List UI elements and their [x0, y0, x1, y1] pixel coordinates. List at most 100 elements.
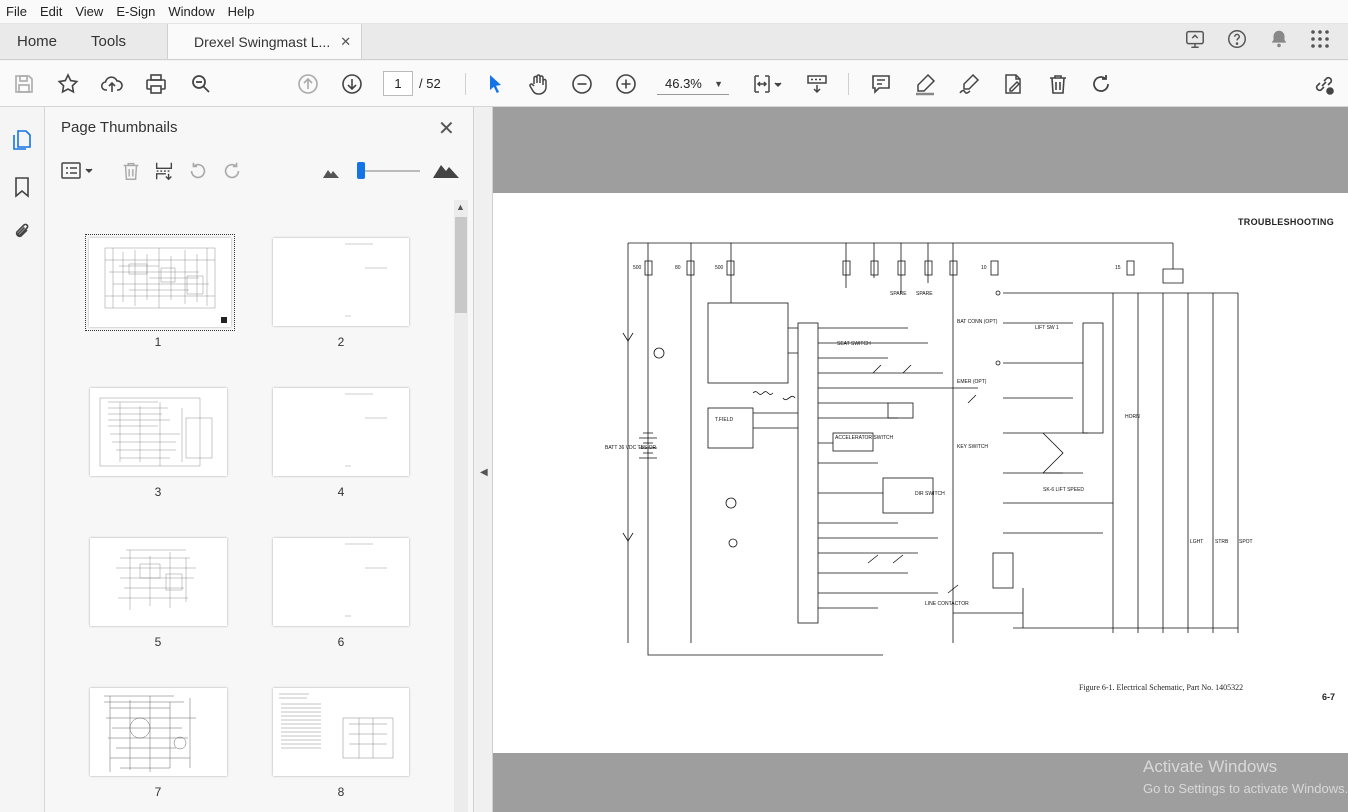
share-link-icon[interactable] [1311, 71, 1337, 97]
zoom-out-icon[interactable] [569, 71, 595, 97]
label-dir-switch: DIR SWITCH [915, 491, 945, 497]
comment-icon[interactable] [868, 71, 894, 97]
next-page-icon[interactable] [339, 71, 365, 97]
tab-document[interactable]: Drexel Swingmast L... ✕ [167, 24, 363, 59]
zoom-in-icon[interactable] [613, 71, 639, 97]
thumbnail-page-3-label: 3 [154, 485, 162, 499]
delete-trash-icon[interactable] [1045, 71, 1071, 97]
edit-pdf-icon[interactable] [1000, 71, 1026, 97]
thumbnail-scrollbar-thumb[interactable] [455, 217, 467, 313]
label-battery: BATT 36 VDC TBS OR [605, 445, 657, 451]
label-fuse-10: 10 [981, 265, 987, 271]
rotate-icon[interactable] [1088, 71, 1114, 97]
label-light: LGHT [1190, 539, 1203, 545]
highlight-pen-icon[interactable] [912, 71, 938, 97]
thumbnail-page-5[interactable] [90, 538, 227, 626]
thumbnail-size-slider[interactable] [357, 170, 420, 172]
tab-home[interactable]: Home [17, 33, 58, 50]
panel-splitter[interactable]: ◀ [474, 107, 493, 812]
thumbnail-preview-schematic [99, 397, 213, 467]
extract-pages-icon[interactable] [153, 160, 175, 187]
thumbnail-preview-text [345, 243, 387, 317]
draw-signature-icon[interactable] [956, 71, 982, 97]
label-spot: SPOT [1239, 539, 1253, 545]
tab-bar: Home Tools Drexel Swingmast L... ✕ [0, 24, 1348, 60]
rotate-counterclockwise-icon[interactable] [187, 160, 209, 187]
thumbnail-options-icon[interactable] [61, 160, 97, 187]
scroll-up-arrow-icon[interactable]: ▲ [456, 202, 465, 212]
previous-page-icon[interactable] [295, 71, 321, 97]
label-fuse-500a: 500 [633, 265, 642, 271]
thumbnail-preview-schematic [116, 549, 196, 610]
scroll-mode-icon[interactable] [804, 71, 830, 97]
document-page: TROUBLESHOOTING [493, 193, 1348, 753]
print-icon[interactable] [143, 71, 169, 97]
label-spare-2: SPARE [916, 291, 933, 297]
label-line-contactor: LINE CONTACTOR [925, 601, 969, 607]
thumbnail-page-7-label: 7 [154, 785, 162, 799]
label-lift-speed: SK-6 LIFT SPEED [1043, 487, 1084, 493]
save-icon[interactable] [11, 71, 37, 97]
page-number-input[interactable]: 1 [383, 71, 413, 96]
menu-help[interactable]: Help [227, 4, 255, 19]
share-screen-icon[interactable] [1184, 28, 1206, 55]
electrical-schematic: BATT 36 VDC TBS OR T.FIELD ACCELERATOR S… [605, 242, 1253, 656]
label-accelerator-switch: ACCELERATOR SWITCH [835, 435, 894, 441]
rotate-clockwise-icon[interactable] [221, 160, 243, 187]
thumbnail-large-mountain-icon [433, 160, 459, 183]
thumbnail-preview-text [345, 543, 387, 617]
page-thumbnails-icon[interactable] [10, 127, 34, 158]
zoom-level-value: 46.3% [665, 76, 702, 91]
menu-esign[interactable]: E-Sign [116, 4, 156, 19]
thumbnail-page-6[interactable] [273, 538, 409, 626]
thumbnail-page-7[interactable] [90, 688, 227, 776]
toolbar-divider [848, 73, 849, 95]
collapse-panel-arrow-icon[interactable]: ◀ [480, 467, 488, 478]
select-cursor-icon[interactable] [482, 71, 508, 97]
thumbnail-preview-parts [279, 693, 394, 759]
thumbnail-list: 1 2 3 4 [45, 197, 455, 812]
thumbnail-scrollbar[interactable] [454, 200, 468, 812]
tab-tools[interactable]: Tools [91, 33, 127, 50]
zoom-level-select[interactable]: 46.3% ▼ [657, 73, 729, 95]
delete-page-icon[interactable] [120, 160, 142, 187]
label-key-switch: KEY SWITCH [957, 444, 988, 450]
notification-bell-icon[interactable] [1268, 28, 1290, 55]
thumbnail-page-5-label: 5 [154, 635, 162, 649]
hand-tool-icon[interactable] [525, 71, 551, 97]
activation-watermark-subtitle: Go to Settings to activate Windows. [1143, 781, 1348, 796]
figure-caption: Figure 6-1. Electrical Schematic, Part N… [1079, 683, 1244, 692]
document-viewer[interactable]: TROUBLESHOOTING [493, 107, 1348, 812]
thumbnail-preview-schematic [104, 695, 196, 772]
bookmarks-icon[interactable] [11, 175, 33, 204]
thumbnail-page-3[interactable] [90, 388, 227, 476]
menu-window[interactable]: Window [168, 4, 215, 19]
cloud-upload-icon[interactable] [99, 71, 125, 97]
thumbnail-page-6-label: 6 [337, 635, 345, 649]
menu-file[interactable]: File [6, 4, 27, 19]
thumbnail-page-2[interactable] [273, 238, 409, 326]
bookmark-star-icon[interactable] [55, 71, 81, 97]
thumbnail-size-slider-handle[interactable] [357, 162, 365, 179]
thumbnail-small-mountain-icon [323, 165, 339, 183]
label-horn: HORN [1125, 414, 1140, 420]
left-nav-rail [0, 107, 45, 812]
label-emer: EMER (OPT) [957, 379, 987, 385]
thumbnail-page-1[interactable] [85, 234, 235, 331]
tab-close-icon[interactable]: ✕ [340, 33, 352, 49]
label-fuse-15: 15 [1115, 265, 1121, 271]
thumbnail-page-2-label: 2 [337, 335, 345, 349]
page-heading: TROUBLESHOOTING [1238, 217, 1334, 227]
help-icon[interactable] [1226, 28, 1248, 55]
menu-view[interactable]: View [75, 4, 104, 19]
panel-close-icon[interactable]: ✕ [438, 118, 455, 140]
thumbnail-page-8[interactable] [273, 688, 409, 776]
menu-edit[interactable]: Edit [39, 4, 63, 19]
attachments-paperclip-icon[interactable] [11, 220, 33, 249]
tab-document-title: Drexel Swingmast L... [194, 33, 331, 50]
zoom-search-icon[interactable] [188, 71, 214, 97]
page-total: / 52 [419, 76, 441, 91]
thumbnail-page-4[interactable] [273, 388, 409, 476]
fit-page-icon[interactable] [750, 71, 786, 97]
apps-grid-icon[interactable] [1310, 29, 1330, 54]
